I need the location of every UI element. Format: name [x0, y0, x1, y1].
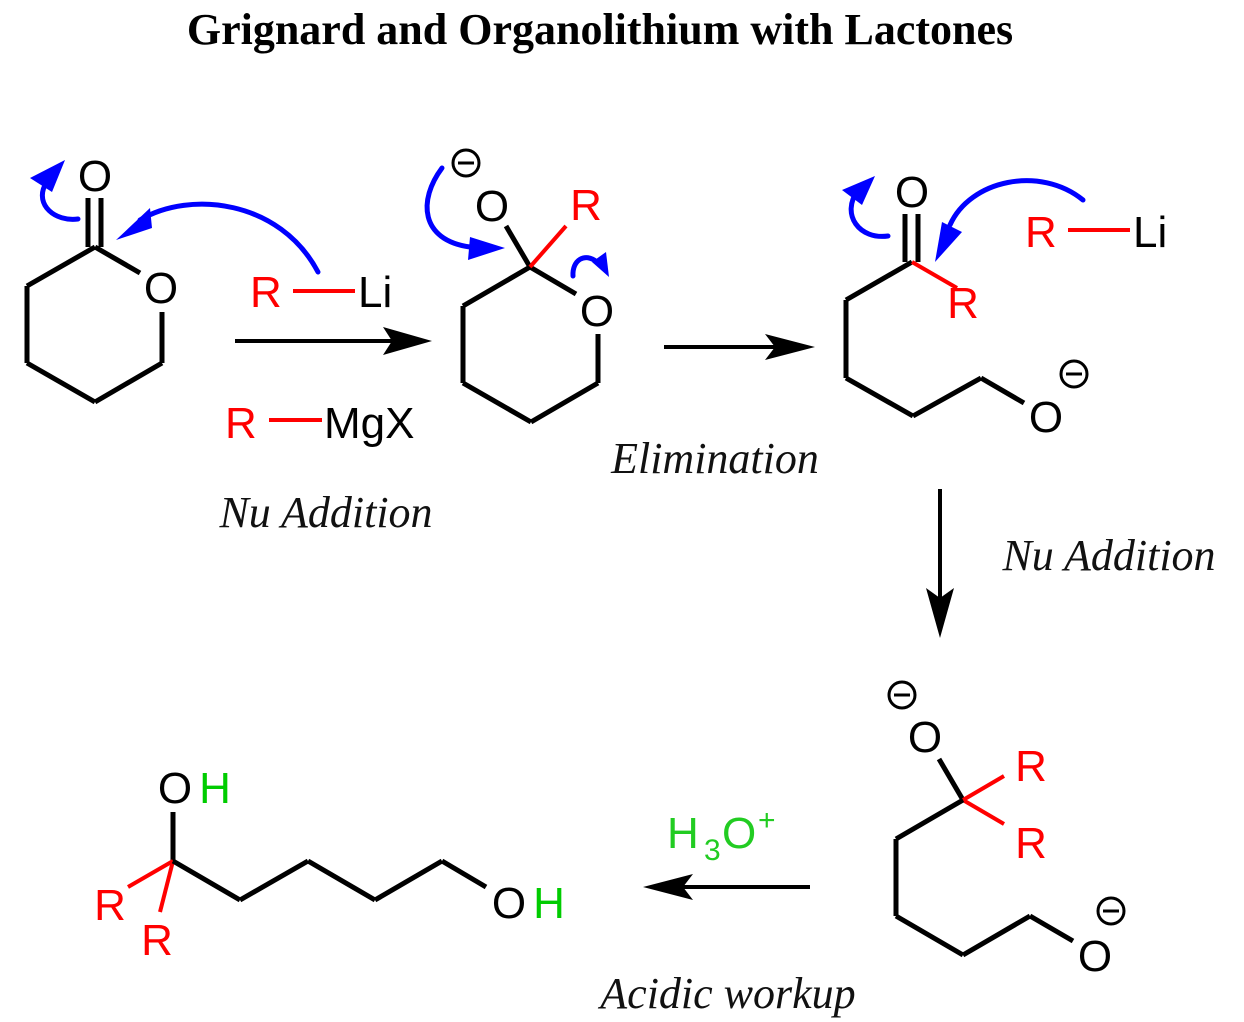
bond [1028, 913, 1075, 944]
r-group: R [570, 181, 602, 230]
bond [529, 380, 600, 425]
negative-charge [451, 148, 481, 178]
bond [306, 858, 377, 903]
molecule-tetrahedral-intermediate: O R O [424, 148, 614, 425]
step-label-elimination: Elimination [610, 434, 819, 483]
arrow-head-icon [383, 327, 432, 355]
h3o-plus-charge: + [758, 804, 776, 837]
reaction-arrow-step2 [664, 334, 815, 360]
bond [25, 360, 97, 405]
alkoxide-oxygen: O [1078, 932, 1112, 981]
diagram-title: Grignard and Organolithium with Lactones [187, 5, 1013, 54]
bond [440, 858, 488, 890]
r-group: R [225, 399, 257, 448]
h3o-subscript-3: 3 [704, 834, 721, 867]
r-group: R [94, 881, 126, 930]
reaction-arrow-step1 [235, 327, 432, 355]
negative-charge [887, 680, 917, 710]
alkoxide-oxygen: O [1029, 393, 1063, 442]
molecule-diol: O H R R O H [94, 764, 565, 965]
arrow-head-icon [765, 334, 815, 360]
step-label-nu-addition-2: Nu Addition [1001, 531, 1215, 580]
r-group: R [1015, 742, 1047, 791]
magnesium-halide: MgX [324, 399, 414, 448]
h3o-hydrogen: H [667, 809, 699, 858]
bond [93, 244, 142, 276]
reagent-rli-2: R Li [1025, 208, 1167, 257]
bond [979, 375, 1026, 406]
lithium: Li [358, 268, 392, 317]
step-label-acidic-workup: Acidic workup [597, 969, 855, 1018]
bond [25, 244, 97, 289]
bond [911, 375, 983, 419]
bond [528, 264, 578, 297]
hydroxyl-hydrogen: H [199, 764, 231, 813]
hydroxyl-oxygen: O [492, 879, 526, 928]
reagent-h3o-plus: H 3 O + [667, 804, 776, 867]
arrow-head-icon [468, 237, 505, 260]
bond [93, 360, 164, 405]
molecule-lactone: O O [24, 152, 321, 405]
hydroxyl-oxygen: O [158, 764, 192, 813]
arrow-head-icon [643, 874, 693, 900]
molecule-ketone-alkoxide: O R O [842, 168, 1089, 442]
negative-charge [1059, 359, 1089, 389]
r-group: R [947, 279, 979, 328]
bond [894, 913, 965, 958]
arrow-head-icon [935, 222, 962, 262]
c-r-bond [961, 774, 1006, 802]
negative-charge [1096, 896, 1126, 926]
c-r-bond [126, 859, 175, 889]
curly-arrow [39, 182, 81, 222]
bond [503, 224, 533, 269]
arrow-head-icon [592, 252, 609, 277]
c-r-bond [961, 798, 1006, 826]
r-group: R [1025, 208, 1057, 257]
alkoxide-oxygen: O [475, 182, 509, 231]
c-r-bond [158, 860, 175, 913]
h3o-oxygen: O [722, 809, 756, 858]
reagent-rli-1: R Li [250, 268, 392, 317]
lithium: Li [1133, 208, 1167, 257]
molecule-dialkoxide: O R R O [887, 680, 1126, 981]
arrow-head-icon [926, 588, 954, 638]
hydroxyl-hydrogen: H [533, 879, 565, 928]
step-label-nu-addition-1: Nu Addition [218, 488, 432, 537]
reaction-arrow-step4 [643, 874, 810, 900]
carbonyl-oxygen: O [895, 168, 929, 217]
ring-oxygen: O [580, 287, 614, 336]
bond [844, 375, 915, 419]
curly-arrow [137, 201, 321, 275]
curly-arrow [424, 165, 473, 250]
alkoxide-oxygen: O [908, 713, 942, 762]
arrow-head-icon [116, 208, 152, 240]
bond [844, 259, 914, 303]
bond [894, 797, 965, 842]
bond [238, 858, 310, 903]
carbonyl-oxygen: O [78, 152, 112, 201]
arrow-head-icon [842, 176, 875, 205]
r-group: R [1015, 819, 1047, 868]
ring-oxygen: O [144, 264, 178, 313]
r-group: R [141, 916, 173, 965]
bond [171, 858, 242, 903]
c-r-bond [528, 224, 568, 269]
bond [373, 858, 444, 903]
bond [936, 757, 966, 802]
bond [461, 380, 533, 425]
bond [461, 264, 532, 309]
r-group: R [250, 268, 282, 317]
reagent-rmgx: R MgX [225, 399, 414, 448]
bond [961, 913, 1032, 958]
c-r-bond [910, 260, 959, 290]
curly-arrow [947, 178, 1086, 228]
curly-arrow [570, 255, 600, 279]
reaction-arrow-step3 [926, 489, 954, 638]
arrow-head-icon [30, 160, 65, 192]
